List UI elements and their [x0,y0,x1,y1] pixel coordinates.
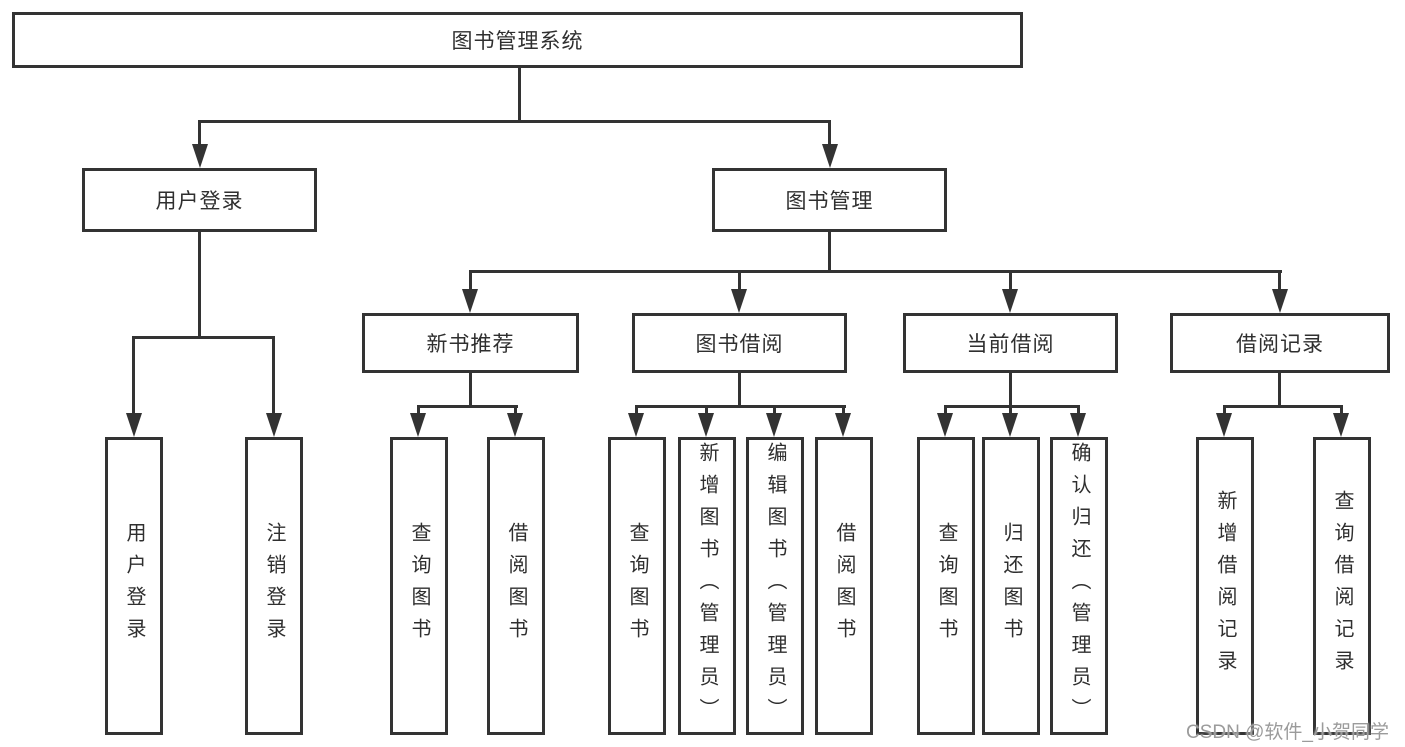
connector-stem-records [1278,270,1281,292]
connector-root-stub [518,67,521,121]
connector-stem-cb-query [944,405,947,417]
connector-stem-bb-edit [773,405,776,417]
arrowhead-bb-add [698,413,714,437]
leaf-records-add: 新增借阅记录 [1196,437,1254,735]
connector-borrow-stub [738,373,741,406]
arrowhead-leaf-logout [266,413,282,437]
connector-user-hline [132,336,275,339]
arrowhead-book-mgmt [822,144,838,168]
node-user-login: 用户登录 [82,168,317,232]
node-book-borrow: 图书借阅 [632,313,847,373]
leaf-current-return: 归还图书 [982,437,1040,735]
arrowhead-br-query [1333,413,1349,437]
connector-stem-bb-borrow [842,405,845,417]
leaf-borrow-add-admin: 新增图书（管理员） [678,437,736,735]
connector-current-hline [944,405,1080,408]
connector-root-hline [198,120,831,123]
node-current-borrow: 当前借阅 [903,313,1118,373]
connector-records-stub [1278,373,1281,406]
arrowhead-user-login [192,144,208,168]
connector-borrow-hline [635,405,846,408]
arrowhead-bb-query [628,413,644,437]
connector-mgmt-stub [828,232,831,270]
connector-stem-user-login [198,120,201,146]
connector-stem-leaf-logout [272,336,275,415]
connector-stem-bb-add [705,405,708,417]
arrowhead-records [1272,289,1288,313]
connector-stem-book-mgmt [828,120,831,146]
connector-stem-current [1009,270,1012,292]
connector-stem-nb-query [417,405,420,417]
leaf-records-query: 查询借阅记录 [1313,437,1371,735]
node-root: 图书管理系统 [12,12,1023,68]
connector-stem-nb-borrow [514,405,517,417]
arrowhead-nb-borrow [507,413,523,437]
connector-newbook-hline [417,405,518,408]
connector-stem-cb-confirm [1077,405,1080,417]
leaf-newbook-borrow: 借阅图书 [487,437,545,735]
node-book-mgmt: 图书管理 [712,168,947,232]
arrowhead-br-add [1216,413,1232,437]
connector-stem-leaf-user-login [132,336,135,415]
node-newbook-recommend: 新书推荐 [362,313,579,373]
connector-newbook-stub [469,373,472,406]
arrowhead-bb-edit [766,413,782,437]
leaf-current-confirm-admin: 确认归还（管理员） [1050,437,1108,735]
leaf-newbook-query: 查询图书 [390,437,448,735]
connector-stem-borrow [738,270,741,292]
arrowhead-bb-borrow [835,413,851,437]
leaf-current-query: 查询图书 [917,437,975,735]
arrowhead-cb-return [1002,413,1018,437]
csdn-watermark: CSDN @软件_小贺同学 [1186,722,1389,743]
connector-stem-bb-query [635,405,638,417]
leaf-user-login: 用户登录 [105,437,163,735]
leaf-borrow-borrow: 借阅图书 [815,437,873,735]
connector-mgmt-hline [469,270,1282,273]
node-borrow-records: 借阅记录 [1170,313,1390,373]
connector-current-stub [1009,373,1012,406]
connector-stem-cb-return [1009,405,1012,417]
arrowhead-cb-query [937,413,953,437]
arrowhead-leaf-user-login [126,413,142,437]
arrowhead-current [1002,289,1018,313]
connector-stem-br-add [1223,405,1226,417]
arrowhead-nb-query [410,413,426,437]
leaf-logout: 注销登录 [245,437,303,735]
arrowhead-borrow [731,289,747,313]
arrowhead-cb-confirm [1070,413,1086,437]
arrowhead-newbook [462,289,478,313]
connector-stem-br-query [1340,405,1343,417]
leaf-borrow-edit-admin: 编辑图书（管理员） [746,437,804,735]
connector-user-stub [198,232,201,336]
connector-records-hline [1223,405,1343,408]
leaf-borrow-query: 查询图书 [608,437,666,735]
connector-stem-newbook [469,270,472,292]
